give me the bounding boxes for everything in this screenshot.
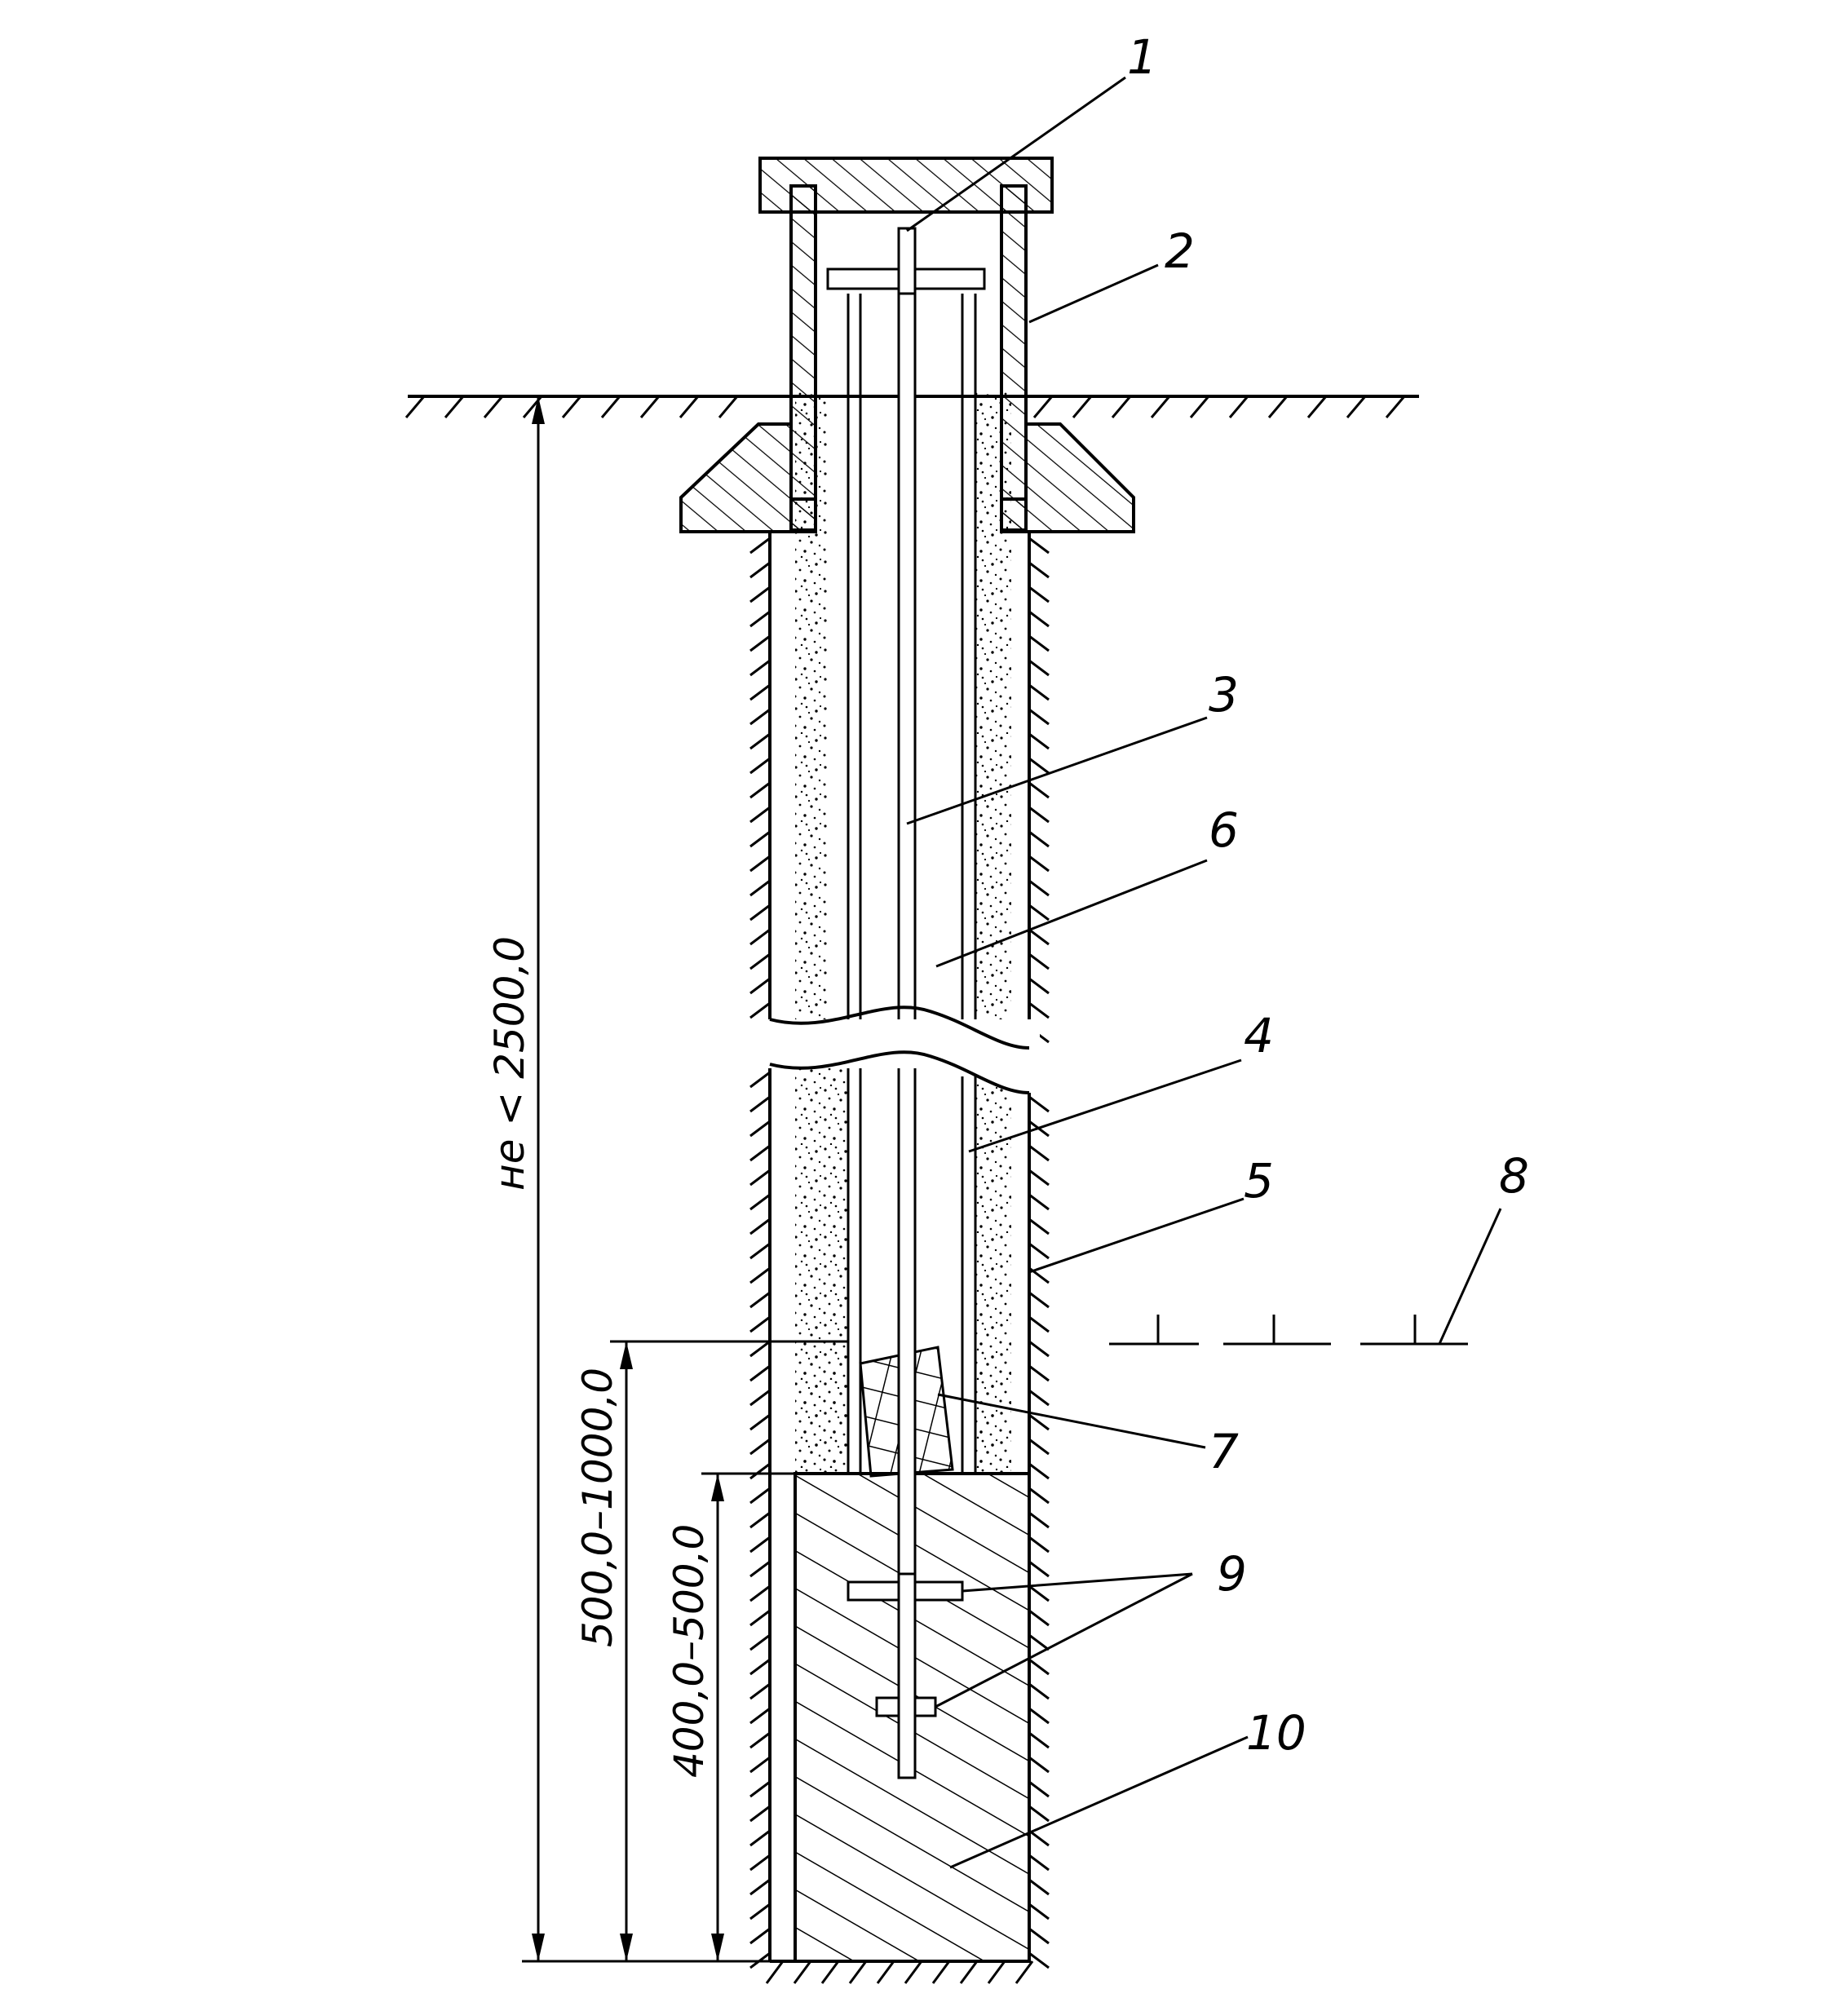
dimension-lines [522,396,848,1963]
callout-4: 4 [1244,1008,1274,1063]
callout-2: 2 [1165,223,1195,279]
borehole-wall-hatching [749,537,1050,1969]
callout-7: 7 [1209,1424,1239,1479]
leader-lines [906,76,1502,1869]
callout-6: 6 [1209,802,1239,858]
dimension-anchor-zone: 400,0–500,0 [665,1524,713,1778]
callout-9: 9 [1217,1546,1247,1602]
callout-8: 8 [1499,1148,1529,1204]
level-marks [1109,1315,1468,1346]
callout-1: 1 [1127,29,1157,85]
callout-3: 3 [1209,667,1239,723]
callout-10: 10 [1246,1705,1306,1761]
dimension-total-depth: не < 2500,0 [486,936,533,1191]
inner-casing [847,294,977,1474]
bottom-hatching [765,1960,1034,1984]
dimension-lower-zone: 500,0–1000,0 [574,1368,621,1647]
benchmark-rod [826,227,986,1779]
callouts: 1 2 3 6 4 5 8 7 9 10 [1127,29,1529,1761]
sand-backfill [795,391,1011,1474]
break-symbol [763,1006,1040,1094]
protective-head [679,157,1135,533]
callout-5: 5 [1244,1153,1274,1209]
